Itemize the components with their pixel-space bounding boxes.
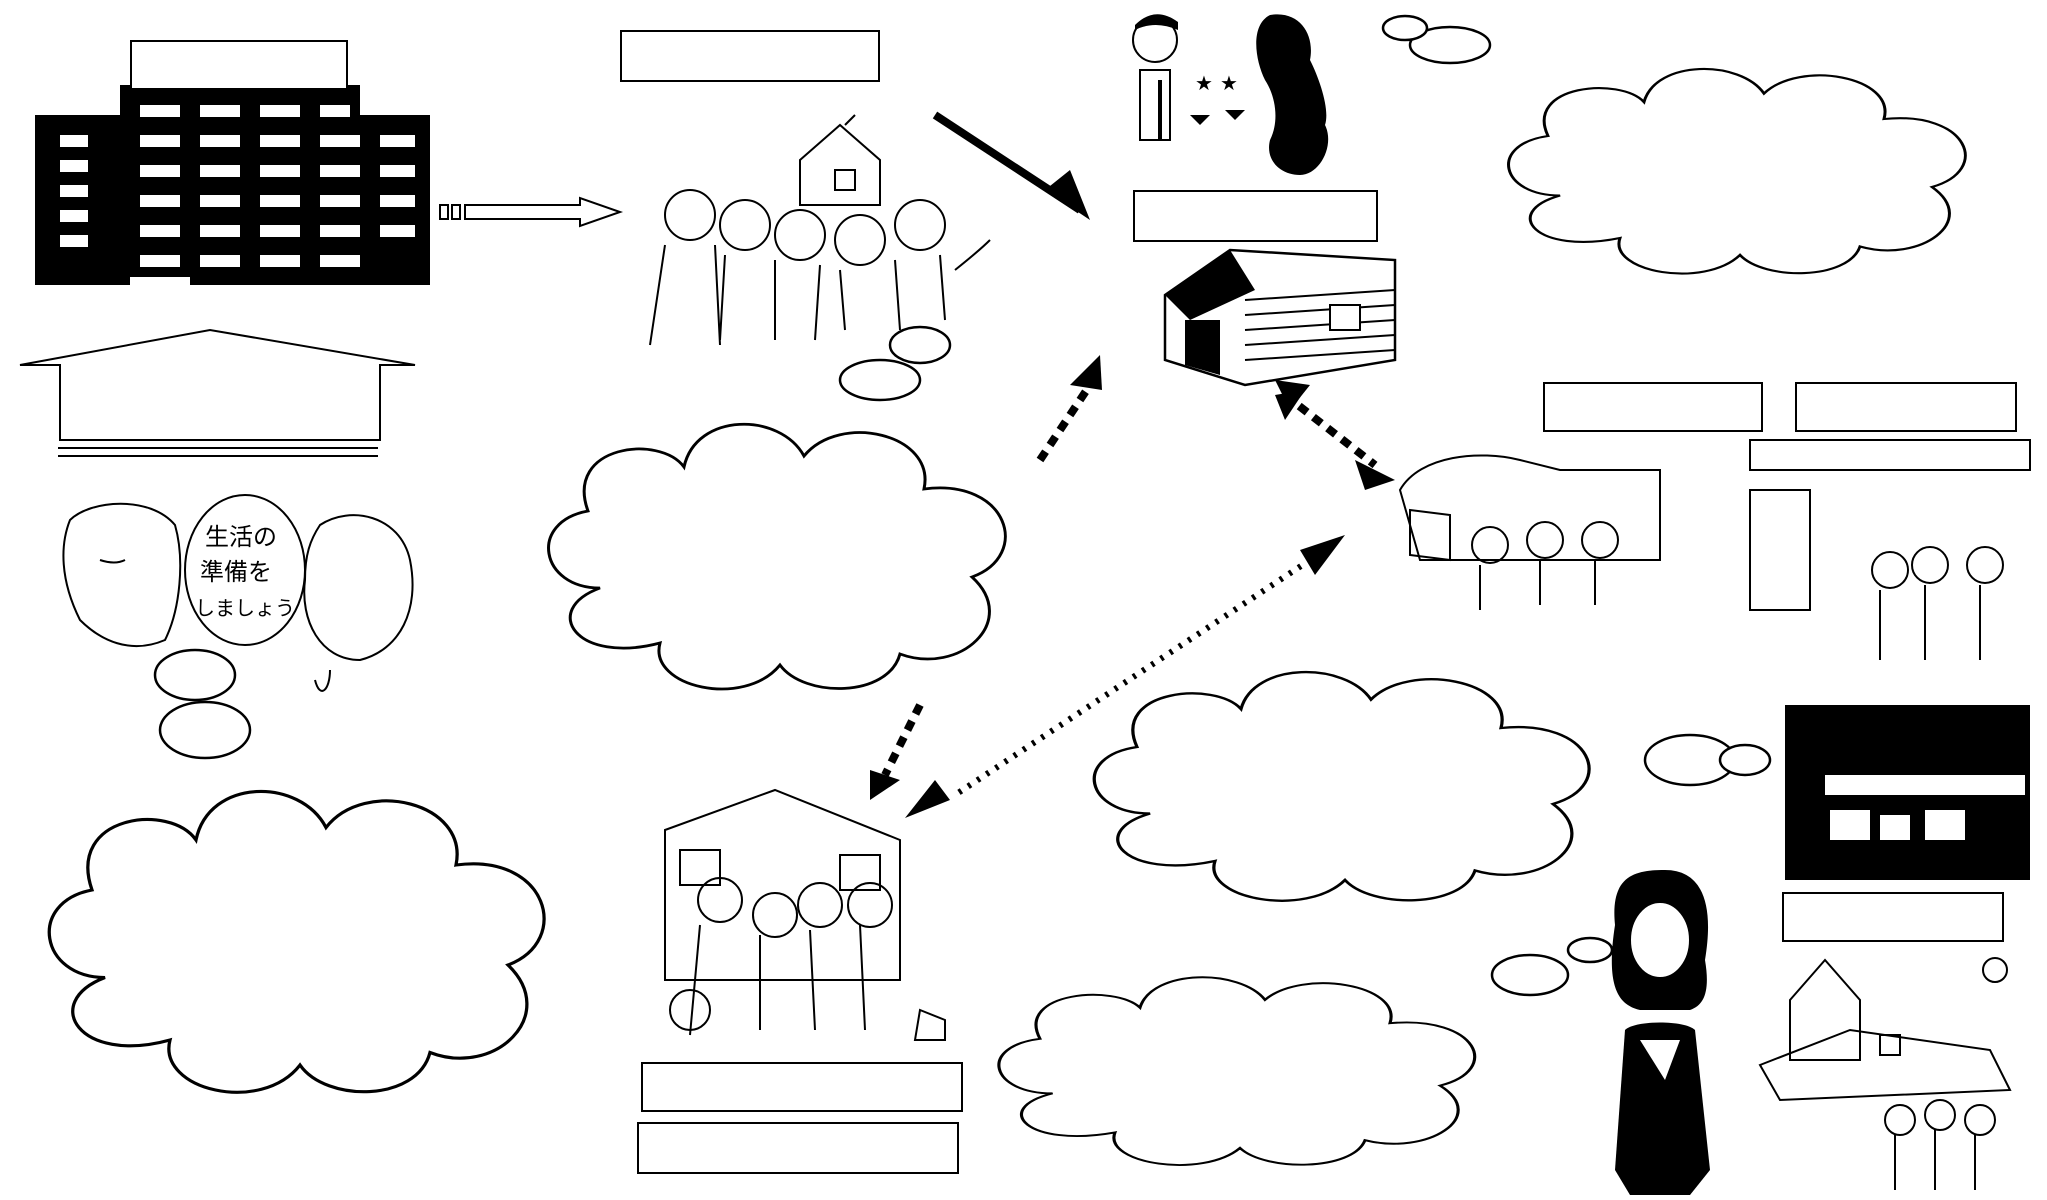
- label-box-kids-house[interactable]: [620, 30, 880, 82]
- kids-group-illustration: [649, 114, 991, 346]
- thought-cloud-left: [47, 648, 546, 1094]
- label-box-apartment[interactable]: [130, 40, 348, 90]
- dashed-arrows: [881, 382, 1378, 777]
- label-box-photo[interactable]: [1782, 892, 2004, 942]
- thought-cloud-bottom: [997, 936, 1614, 1167]
- up-arrow-house-shape: [19, 328, 416, 457]
- label-box-camp-left[interactable]: [1543, 382, 1763, 432]
- label-box-camp-right[interactable]: [1795, 382, 2017, 432]
- svg-text:★: ★: [1195, 71, 1213, 95]
- apartment-building-icon: [35, 85, 430, 285]
- standing-woman-icon: [1611, 870, 1710, 1195]
- label-box-family-1[interactable]: [641, 1062, 963, 1112]
- dotted-arrow: [953, 557, 1312, 798]
- thought-cloud-center: [547, 325, 1007, 691]
- speech-bubble-line1: 生活の: [205, 523, 277, 551]
- couple-silhouette-icon: ★ ★: [1132, 14, 1329, 175]
- shop-scene-illustration: [1749, 439, 2031, 660]
- photo-dark-icon: [1785, 705, 2030, 880]
- camp-scene-illustration: [1398, 454, 1661, 610]
- right-arrow-icon: [439, 196, 624, 228]
- svg-text:★: ★: [1220, 71, 1238, 95]
- church-scene-illustration: [1758, 957, 2012, 1190]
- thought-cloud-top-right: [1381, 14, 1967, 276]
- speech-bubble-line3: しましょう: [195, 596, 295, 620]
- label-box-family-2[interactable]: [637, 1122, 959, 1174]
- two-girls-illustration: [62, 494, 414, 692]
- thought-cloud-right-middle: [1092, 670, 1772, 903]
- log-cabin-icon: [1163, 248, 1397, 387]
- label-box-cabin[interactable]: [1133, 190, 1378, 242]
- speech-bubble-line2: 準備を: [200, 558, 272, 586]
- family-house-illustration: [664, 788, 946, 1041]
